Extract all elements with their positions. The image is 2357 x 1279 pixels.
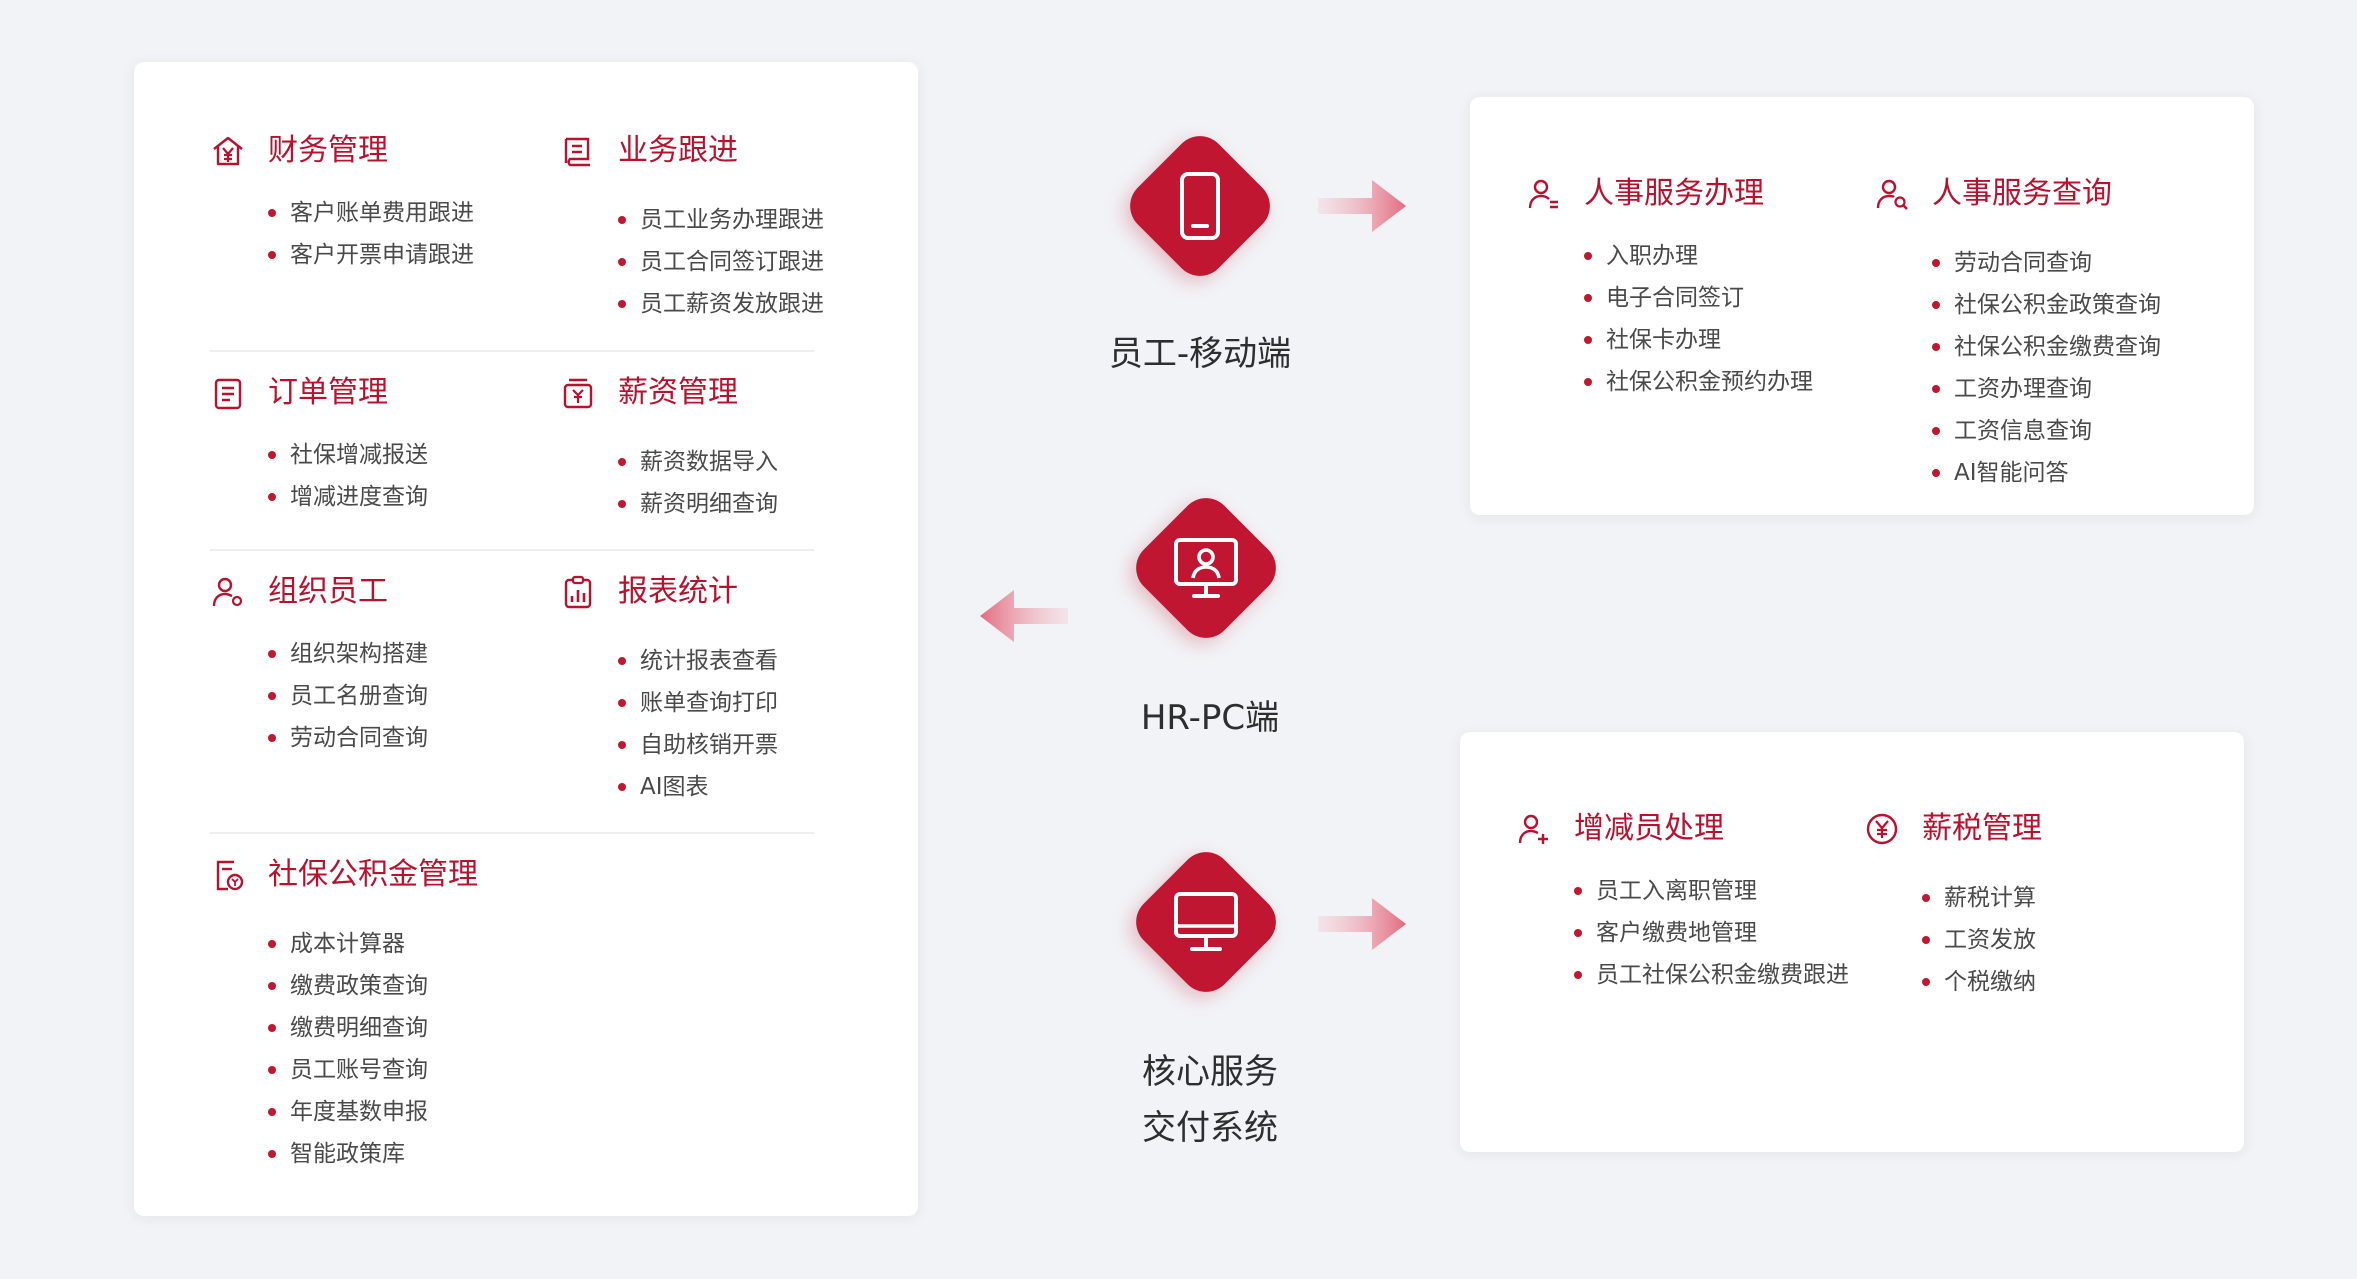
pc-channel-diamond bbox=[1124, 486, 1288, 650]
org-title: 组织员工 bbox=[268, 574, 388, 609]
list-item: 员工入离职管理 bbox=[1574, 870, 1849, 912]
desktop-icon bbox=[1174, 892, 1238, 951]
list-item: 电子合同签订 bbox=[1584, 277, 1813, 319]
staff-change-title: 增减员处理 bbox=[1574, 811, 1724, 846]
employee-mobile-features-card: 人事服务办理 入职办理 电子合同签订 社保卡办理 社保公积金预约办理 人事服务查… bbox=[1470, 97, 2254, 515]
document-coin-icon bbox=[216, 860, 244, 891]
pc-channel-label: HR-PC端 bbox=[1140, 698, 1280, 738]
list-item: 社保公积金预约办理 bbox=[1584, 361, 1813, 403]
list-item: 员工名册查询 bbox=[268, 675, 428, 717]
list-item: 入职办理 bbox=[1584, 235, 1813, 277]
order-title: 订单管理 bbox=[268, 375, 388, 410]
report-chart-icon bbox=[564, 575, 592, 609]
tax-title: 薪税管理 bbox=[1922, 811, 2042, 846]
salary-title: 薪资管理 bbox=[618, 375, 738, 410]
arrow-right-icon bbox=[1318, 180, 1406, 232]
house-yuan-icon bbox=[213, 136, 243, 166]
list-item: 员工合同签订跟进 bbox=[618, 241, 824, 283]
hr-query-list: 劳动合同查询 社保公积金政策查询 社保公积金缴费查询 工资办理查询 工资信息查询… bbox=[1932, 242, 2161, 494]
hr-handle-title: 人事服务办理 bbox=[1584, 176, 1764, 211]
list-item: 缴费政策查询 bbox=[268, 965, 428, 1007]
finance-list: 客户账单费用跟进 客户开票申请跟进 bbox=[268, 192, 474, 276]
mobile-channel-diamond bbox=[1118, 124, 1282, 288]
salary-list: 薪资数据导入 薪资明细查询 bbox=[618, 441, 778, 525]
mobile-channel-label: 员工-移动端 bbox=[1108, 334, 1292, 374]
hr-handle-list: 入职办理 电子合同签订 社保卡办理 社保公积金预约办理 bbox=[1584, 235, 1813, 403]
finance-title: 财务管理 bbox=[268, 133, 388, 168]
list-item: AI图表 bbox=[618, 766, 778, 808]
yuan-circle-icon bbox=[1866, 813, 1898, 845]
list-item: 工资发放 bbox=[1922, 919, 2036, 961]
divider bbox=[210, 549, 814, 551]
divider bbox=[210, 350, 814, 352]
list-item: 薪资明细查询 bbox=[618, 483, 778, 525]
list-item: 社保公积金政策查询 bbox=[1932, 284, 2161, 326]
list-item: 组织架构搭建 bbox=[268, 633, 428, 675]
list-item: 薪税计算 bbox=[1922, 877, 2036, 919]
user-search-icon bbox=[1876, 179, 1908, 210]
list-item: 劳动合同查询 bbox=[1932, 242, 2161, 284]
list-item: 智能政策库 bbox=[268, 1133, 428, 1175]
list-item: 年度基数申报 bbox=[268, 1091, 428, 1133]
arrow-right-icon bbox=[1318, 898, 1406, 950]
list-item: 客户开票申请跟进 bbox=[268, 234, 474, 276]
list-item: 劳动合同查询 bbox=[268, 717, 428, 759]
divider bbox=[210, 832, 814, 834]
user-gear-icon bbox=[212, 577, 243, 607]
order-list: 社保增减报送 增减进度查询 bbox=[268, 434, 428, 518]
list-item: 统计报表查看 bbox=[618, 640, 778, 682]
user-add-icon bbox=[1518, 814, 1548, 844]
list-item: 自助核销开票 bbox=[618, 724, 778, 766]
list-item: 员工业务办理跟进 bbox=[618, 199, 824, 241]
hr-pc-features-card: 财务管理 客户账单费用跟进 客户开票申请跟进 业务跟进 员工业务办理跟进 员工合… bbox=[134, 62, 918, 1216]
org-list: 组织架构搭建 员工名册查询 劳动合同查询 bbox=[268, 633, 428, 759]
staff-change-list: 员工入离职管理 客户缴费地管理 员工社保公积金缴费跟进 bbox=[1574, 870, 1849, 996]
list-item: 社保公积金缴费查询 bbox=[1932, 326, 2161, 368]
list-item: 薪资数据导入 bbox=[618, 441, 778, 483]
report-title: 报表统计 bbox=[618, 574, 738, 609]
list-item: 社保卡办理 bbox=[1584, 319, 1813, 361]
report-list: 统计报表查看 账单查询打印 自助核销开票 AI图表 bbox=[618, 640, 778, 808]
hr-query-title: 人事服务查询 bbox=[1932, 176, 2112, 211]
business-title: 业务跟进 bbox=[618, 133, 738, 168]
tax-list: 薪税计算 工资发放 个税缴纳 bbox=[1922, 877, 2036, 1003]
list-item: 社保增减报送 bbox=[268, 434, 428, 476]
book-icon bbox=[564, 137, 590, 167]
list-item: 客户账单费用跟进 bbox=[268, 192, 474, 234]
list-item: 缴费明细查询 bbox=[268, 1007, 428, 1049]
core-channel-label-line2: 交付系统 bbox=[1142, 1108, 1278, 1148]
list-item: 个税缴纳 bbox=[1922, 961, 2036, 1003]
list-item: 成本计算器 bbox=[268, 923, 428, 965]
yuan-box-icon bbox=[563, 378, 593, 409]
clipboard-icon bbox=[214, 378, 242, 410]
phone-icon bbox=[1180, 172, 1220, 240]
list-item: 客户缴费地管理 bbox=[1574, 912, 1849, 954]
list-item: 工资办理查询 bbox=[1932, 368, 2161, 410]
list-item: 工资信息查询 bbox=[1932, 410, 2161, 452]
list-item: AI智能问答 bbox=[1932, 452, 2161, 494]
user-list-icon bbox=[1528, 179, 1558, 209]
monitor-user-icon bbox=[1174, 538, 1238, 598]
list-item: 员工账号查询 bbox=[268, 1049, 428, 1091]
list-item: 账单查询打印 bbox=[618, 682, 778, 724]
arrow-left-icon bbox=[980, 590, 1068, 642]
list-item: 员工薪资发放跟进 bbox=[618, 283, 824, 325]
list-item: 增减进度查询 bbox=[268, 476, 428, 518]
social-list: 成本计算器 缴费政策查询 缴费明细查询 员工账号查询 年度基数申报 智能政策库 bbox=[268, 923, 428, 1175]
social-title: 社保公积金管理 bbox=[268, 857, 478, 892]
core-channel-diamond bbox=[1124, 840, 1288, 1004]
core-delivery-features-card: 增减员处理 员工入离职管理 客户缴费地管理 员工社保公积金缴费跟进 薪税管理 薪… bbox=[1460, 732, 2244, 1152]
list-item: 员工社保公积金缴费跟进 bbox=[1574, 954, 1849, 996]
core-channel-label-line1: 核心服务 bbox=[1142, 1052, 1278, 1092]
business-list: 员工业务办理跟进 员工合同签订跟进 员工薪资发放跟进 bbox=[618, 199, 824, 325]
